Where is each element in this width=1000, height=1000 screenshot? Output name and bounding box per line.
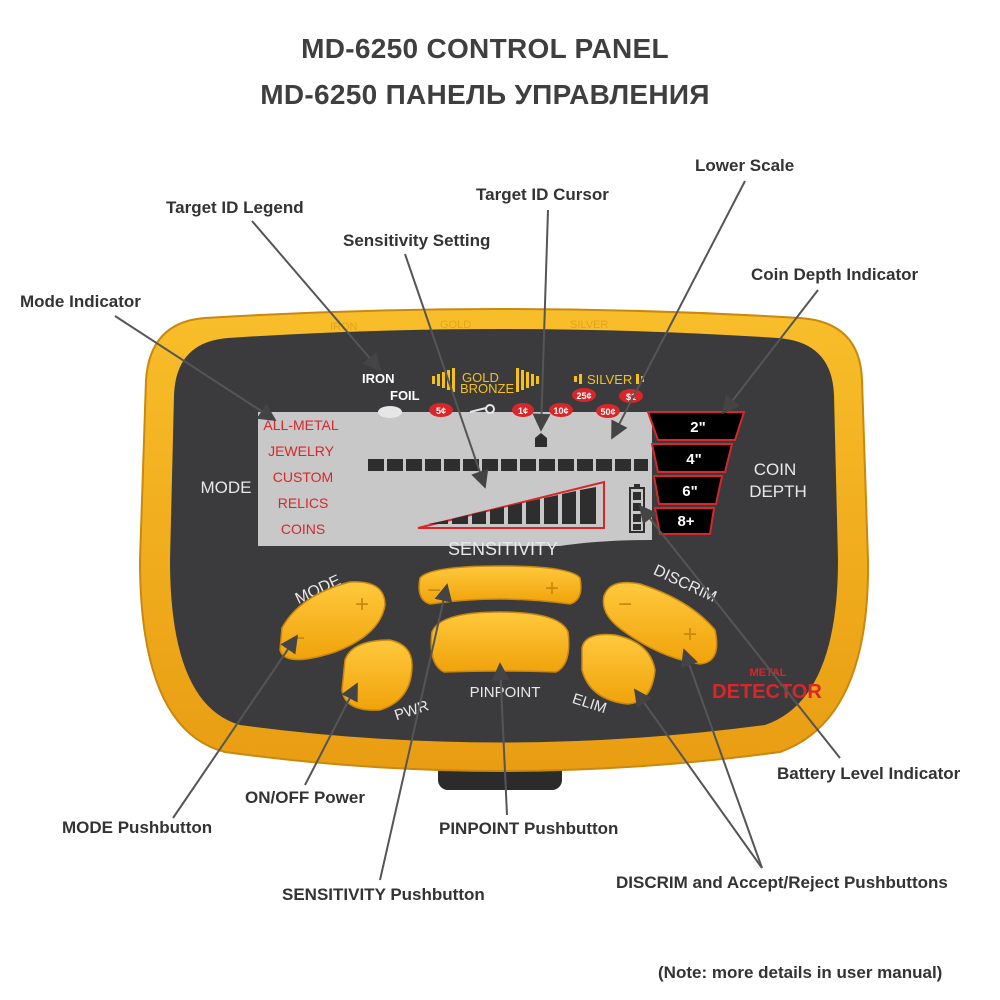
mode-relics: RELICS	[278, 495, 329, 511]
elim-pushbutton[interactable]	[581, 633, 656, 705]
pinpoint-pushbutton[interactable]	[430, 611, 570, 673]
mode-custom: CUSTOM	[273, 469, 333, 485]
depth-6in: 6"	[682, 483, 697, 500]
mode-plus-icon: +	[355, 591, 369, 618]
depth-2in: 2"	[690, 419, 705, 436]
target-id-cursor	[535, 433, 547, 447]
callout-sensitivity-setting: Sensitivity Setting	[343, 231, 491, 250]
callout-mode-pushbutton: MODE Pushbutton	[62, 818, 213, 837]
callout-discrim-pushbuttons: DISCRIM and Accept/Reject Pushbuttons	[616, 873, 948, 892]
callout-mode-indicator: Mode Indicator	[20, 292, 141, 311]
mode-jewelry: JEWELRY	[268, 443, 335, 459]
discrim-minus-icon: −	[618, 591, 632, 618]
sensitivity-panel-label: SENSITIVITY	[448, 539, 558, 559]
svg-text:25¢: 25¢	[576, 391, 591, 401]
brand-detector: DETECTOR	[712, 681, 822, 703]
note-user-manual: (Note: more details in user manual)	[658, 963, 943, 982]
coin-1-dollar: $1	[619, 389, 643, 403]
callout-target-id-legend: Target ID Legend	[166, 198, 304, 217]
target-id-legend: IRON FOIL GOLD BRONZE SILVER 5¢ 1¢	[362, 368, 644, 418]
brand-metal: METAL	[749, 667, 786, 679]
coin-10c: 10¢	[549, 403, 573, 417]
sensitivity-plus-icon: +	[545, 575, 559, 602]
bottle-cap-icon	[378, 406, 402, 418]
key-ring-icon	[469, 404, 495, 414]
callout-battery-level-indicator: Battery Level Indicator	[777, 764, 961, 783]
coin-1c: 1¢	[512, 403, 534, 417]
callout-target-id-cursor: Target ID Cursor	[476, 185, 609, 204]
discrim-pushbutton[interactable]: − +	[602, 581, 718, 665]
depth-8plus: 8+	[677, 513, 694, 530]
leader-lines	[114, 180, 841, 881]
svg-text:SILVER: SILVER	[570, 319, 608, 331]
coin-depth-label-1: COIN	[754, 460, 797, 479]
svg-text:50¢: 50¢	[600, 407, 615, 417]
mode-all-metal: ALL-METAL	[263, 417, 338, 433]
svg-text:10¢: 10¢	[553, 406, 568, 416]
title-english: MD-6250 CONTROL PANEL	[301, 33, 669, 64]
mode-indicator-list: ALL-METAL JEWELRY CUSTOM RELICS COINS	[263, 417, 338, 537]
depth-4in: 4"	[686, 451, 701, 468]
mode-panel-label: MODE	[201, 478, 252, 497]
coin-25c: 25¢	[572, 388, 596, 402]
coin-5c: 5¢	[429, 403, 453, 417]
sensitivity-setting	[417, 480, 605, 529]
svg-text:5¢: 5¢	[436, 406, 446, 416]
mode-minus-icon: −	[291, 625, 305, 652]
coin-depth-label-2: DEPTH	[749, 482, 807, 501]
callout-lower-scale: Lower Scale	[695, 156, 795, 175]
mode-coins: COINS	[281, 521, 325, 537]
sensitivity-minus-icon: −	[427, 577, 441, 604]
pinpoint-label: PINPOINT	[470, 684, 541, 701]
legend-gold: GOLD	[462, 370, 499, 385]
callout-pinpoint-pushbutton: PINPOINT Pushbutton	[439, 819, 619, 838]
mode-pushbutton[interactable]: − +	[279, 581, 386, 661]
lower-scale	[368, 459, 648, 471]
legend-iron: IRON	[362, 371, 395, 386]
svg-text:1¢: 1¢	[518, 406, 528, 416]
coin-depth-indicator: 2" 4" 6" 8+	[646, 411, 746, 535]
svg-text:$1: $1	[626, 392, 636, 402]
callout-sensitivity-pushbutton: SENSITIVITY Pushbutton	[282, 885, 485, 904]
sensitivity-pushbutton[interactable]: − +	[418, 565, 582, 605]
title-russian: MD-6250 ПАНЕЛЬ УПРАВЛЕНИЯ	[260, 79, 710, 110]
callout-coin-depth-indicator: Coin Depth Indicator	[751, 265, 919, 284]
legend-bronze: BRONZE	[460, 381, 515, 396]
discrim-plus-icon: +	[683, 621, 697, 648]
legend-foil: FOIL	[390, 388, 420, 403]
coin-50c: 50¢	[596, 404, 620, 418]
on-off-power-button[interactable]	[341, 639, 413, 711]
svg-text:GOLD: GOLD	[440, 319, 471, 331]
legend-silver: SILVER	[587, 372, 632, 387]
callout-on-off-power: ON/OFF Power	[245, 788, 365, 807]
